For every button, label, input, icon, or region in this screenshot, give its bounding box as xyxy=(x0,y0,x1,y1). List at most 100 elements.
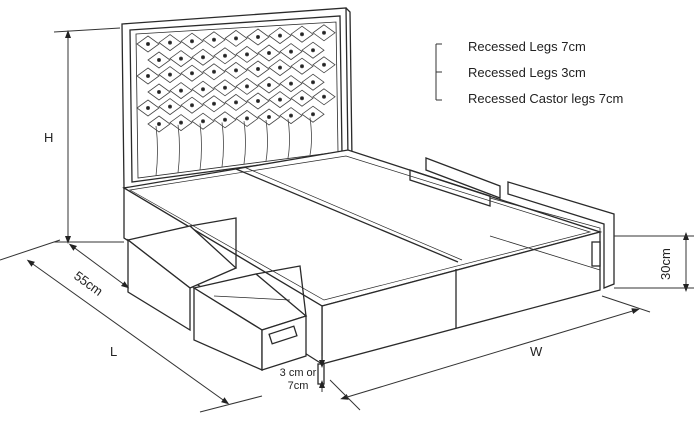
tuft-diamond xyxy=(235,109,259,127)
tuft-button xyxy=(299,32,304,37)
tuft-button xyxy=(211,69,216,74)
pleat-line xyxy=(199,123,202,171)
tuft-diamond xyxy=(180,64,204,82)
tuft-diamond xyxy=(213,79,237,97)
tuft-button xyxy=(266,83,271,88)
leg-height-line2: 7cm xyxy=(287,380,309,392)
tuft-diamond xyxy=(202,63,226,81)
tuft-diamond xyxy=(180,96,204,114)
tuft-diamond xyxy=(191,112,215,130)
tuft-diamond xyxy=(191,48,215,66)
tuft-diamond xyxy=(136,35,160,53)
tuft-diamond xyxy=(158,66,182,84)
tuft-button xyxy=(178,120,183,125)
tuft-diamond xyxy=(301,105,325,123)
tuft-button xyxy=(277,33,282,38)
tuft-button xyxy=(288,81,293,86)
tuft-button xyxy=(222,85,227,90)
tuft-diamond xyxy=(279,75,303,93)
tuft-button xyxy=(321,94,326,99)
tuft-button xyxy=(255,67,260,72)
tuft-button xyxy=(277,97,282,102)
tuft-diamond xyxy=(301,73,325,91)
tuft-diamond xyxy=(290,57,314,75)
tuft-button xyxy=(299,64,304,69)
tuft-diamond xyxy=(312,24,336,42)
tuft-diamond xyxy=(224,29,248,47)
tuft-button xyxy=(189,39,194,44)
tuft-diamond xyxy=(268,59,292,77)
tuft-diamond xyxy=(235,45,259,63)
tuft-diamond xyxy=(257,76,281,94)
tuft-button xyxy=(244,84,249,89)
tuft-button xyxy=(288,49,293,54)
tuft-diamond xyxy=(257,108,281,126)
tuft-diamond xyxy=(180,32,204,50)
tuft-button xyxy=(321,62,326,67)
tuft-button xyxy=(145,42,150,47)
tuft-button xyxy=(178,88,183,93)
base-height-label: 30cm xyxy=(658,248,673,280)
tuft-diamond xyxy=(224,93,248,111)
tuft-button xyxy=(167,40,172,45)
tuft-button xyxy=(288,113,293,118)
tuft-diamond xyxy=(268,91,292,109)
tuft-diamond xyxy=(246,28,270,46)
tuft-diamond xyxy=(147,51,171,69)
tuft-button xyxy=(222,117,227,122)
tuft-diamond xyxy=(202,31,226,49)
length-label: L xyxy=(110,344,118,359)
tuft-button xyxy=(156,90,161,95)
dimension-lines xyxy=(0,27,694,413)
tuft-button xyxy=(222,53,227,58)
pleat-line xyxy=(177,124,180,174)
tuft-button xyxy=(266,51,271,56)
tuft-button xyxy=(200,119,205,124)
tuft-button xyxy=(211,37,216,42)
tuft-button xyxy=(233,68,238,73)
tuft-button xyxy=(310,80,315,85)
tuft-diamond xyxy=(279,107,303,125)
tuft-diamond xyxy=(290,25,314,43)
legend-item-legs-3cm: Recessed Legs 3cm xyxy=(468,65,586,80)
tuft-diamond xyxy=(136,67,160,85)
tuft-diamond xyxy=(136,99,160,117)
tuft-diamond xyxy=(268,27,292,45)
tuft-diamond xyxy=(312,88,336,106)
tuft-button xyxy=(310,48,315,53)
tuft-button xyxy=(178,56,183,61)
tuft-button xyxy=(277,65,282,70)
tuft-diamond xyxy=(213,111,237,129)
tuft-diamond xyxy=(290,89,314,107)
tuft-diamond xyxy=(301,41,325,59)
tuft-button xyxy=(156,122,161,127)
tuft-button xyxy=(189,71,194,76)
leg-height-label: 3 cm or 7cm xyxy=(268,367,328,393)
legend-item-legs-7cm: Recessed Legs 7cm xyxy=(468,39,586,54)
width-label: W xyxy=(530,344,543,359)
tuft-button xyxy=(156,58,161,63)
tuft-diamond xyxy=(235,77,259,95)
tuft-button xyxy=(145,74,150,79)
right-drawers xyxy=(409,157,615,289)
tuft-button xyxy=(200,87,205,92)
tuft-diamond xyxy=(147,83,171,101)
tuft-diamond xyxy=(257,44,281,62)
tuft-diamond xyxy=(202,95,226,113)
tuft-button xyxy=(167,104,172,109)
height-label: H xyxy=(44,130,54,145)
legend-bracket xyxy=(435,43,442,101)
tuft-button xyxy=(244,116,249,121)
pleat-line xyxy=(309,117,312,156)
tuft-diamond xyxy=(169,50,193,68)
tuft-button xyxy=(310,112,315,117)
tuft-diamond xyxy=(158,34,182,52)
tuft-diamond xyxy=(169,82,193,100)
tuft-button xyxy=(145,106,150,111)
pleat-line xyxy=(243,121,246,165)
tuft-diamond xyxy=(279,43,303,61)
pleat-line xyxy=(221,122,224,168)
pleat-line xyxy=(265,119,268,162)
